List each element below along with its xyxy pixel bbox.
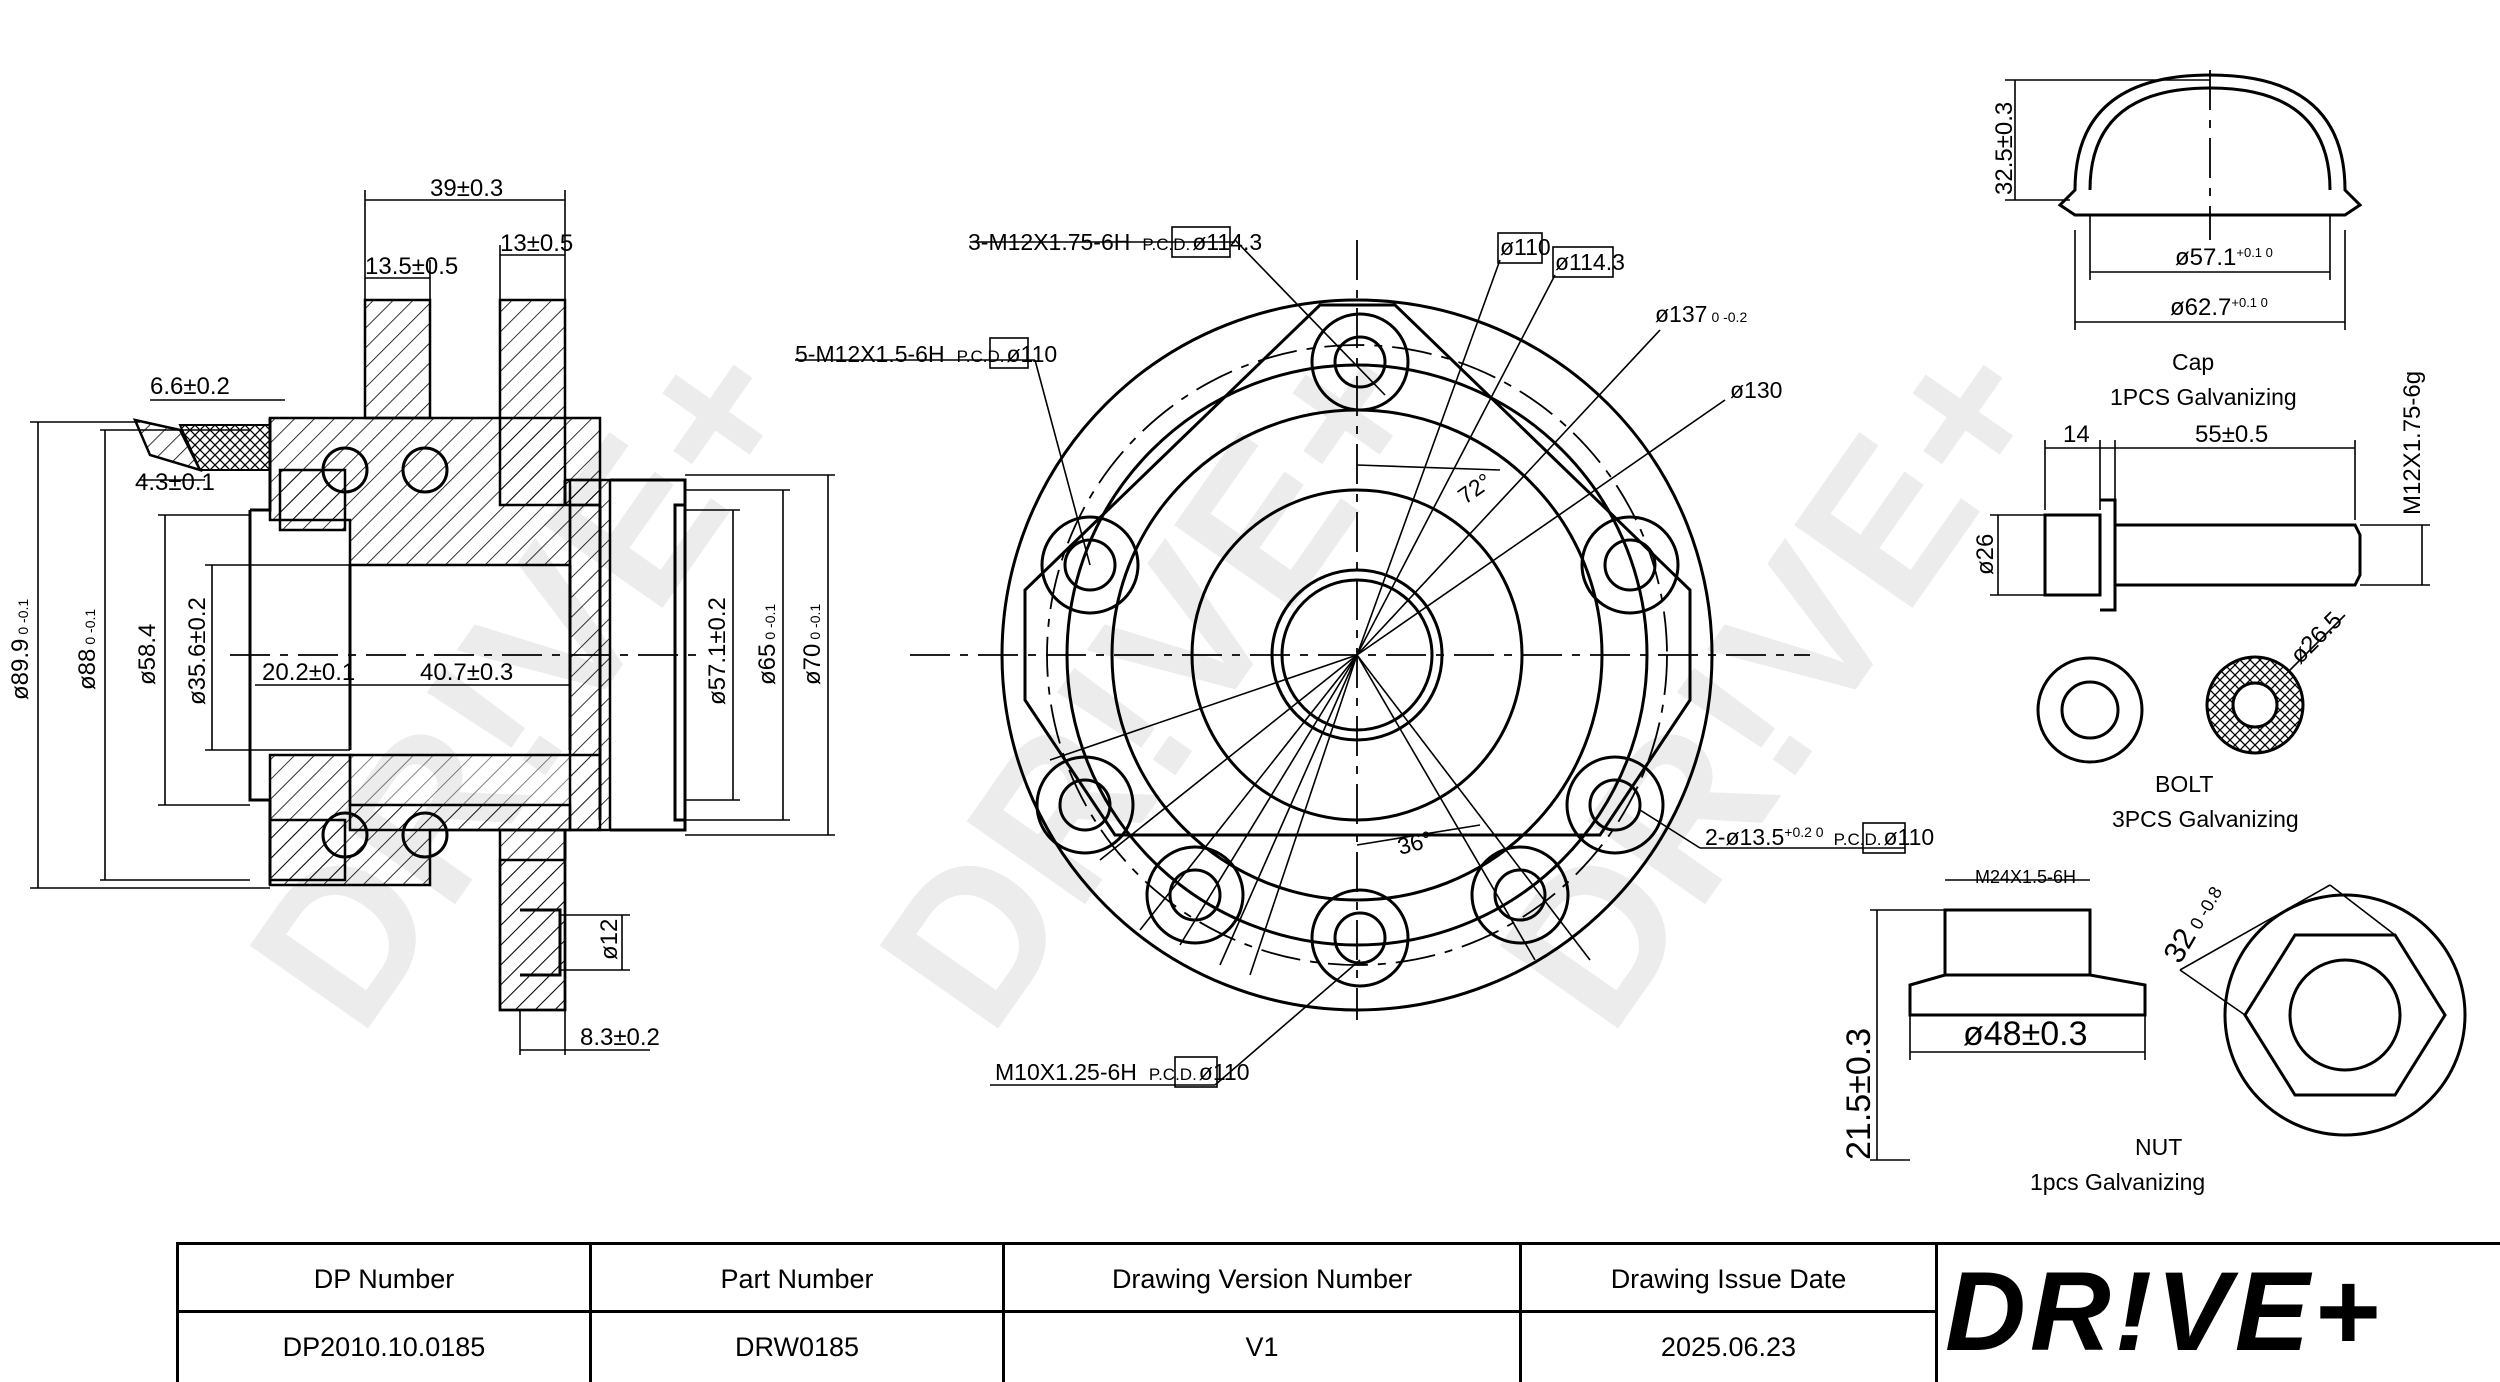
- dim-13-5: 13.5±0.5: [365, 253, 458, 280]
- nut-thread: M24X1.5-6H: [1975, 867, 2076, 887]
- header-part-number: Part Number: [592, 1245, 1005, 1313]
- nut-d48: ø48±0.3: [1963, 1015, 2088, 1053]
- dim-6-6: 6.6±0.2: [150, 373, 230, 400]
- drive-logo: DR!VE+: [1945, 1250, 2383, 1370]
- angle-72: 72°: [1453, 468, 1496, 509]
- bolt-thread: M12X1.75-6g: [2399, 371, 2426, 515]
- dim-89-9: ø89.90 -0.1: [7, 599, 34, 700]
- logo-text: DR!VE+: [1945, 1250, 2383, 1370]
- dim-front-114: ø114.3: [1555, 249, 1625, 275]
- bolt-d26: ø26: [1972, 534, 1999, 575]
- dim-12: ø12: [596, 919, 623, 960]
- value-version: V1: [1005, 1313, 1522, 1382]
- cap-name: Cap: [2172, 349, 2214, 375]
- bolt-name: BOLT: [2155, 771, 2213, 797]
- dim-8-3: 8.3±0.2: [580, 1024, 660, 1051]
- dim-13: 13±0.5: [500, 230, 573, 257]
- dim-front-130: ø130: [1730, 377, 1782, 403]
- hub-section-view: 39±0.3 13.5±0.5 13±0.5 6.6±0.2 4.3±0.1 ø…: [7, 175, 835, 1055]
- title-block: DP Number Part Number Drawing Version Nu…: [176, 1242, 2500, 1382]
- header-version: Drawing Version Number: [1005, 1245, 1522, 1313]
- cap-desc: 1PCS Galvanizing: [2110, 384, 2297, 410]
- cap-d62: ø62.7+0.1 0: [2170, 294, 2268, 321]
- dim-57-1: ø57.1±0.2: [704, 597, 731, 705]
- dim-20-2: 20.2±0.1: [262, 659, 355, 686]
- header-dp-number: DP Number: [179, 1245, 592, 1313]
- dim-35-6: ø35.6±0.2: [184, 597, 211, 705]
- header-issue-date: Drawing Issue Date: [1522, 1245, 1938, 1313]
- dim-58-4: ø58.4: [134, 624, 161, 685]
- nut-wrench: 320 -0.8: [2157, 878, 2228, 968]
- nut-name: NUT: [2135, 1134, 2182, 1160]
- dim-65: ø650 -0.1: [754, 604, 781, 685]
- nut-height: 21.5±0.3: [1840, 1028, 1878, 1160]
- cap-d57: ø57.1+0.1 0: [2175, 244, 2273, 271]
- dim-front-110: ø110: [1500, 234, 1551, 260]
- dim-39: 39±0.3: [430, 175, 503, 202]
- bolt-len-head: 14: [2063, 421, 2090, 448]
- cap-view: 32.5±0.3 ø57.1+0.1 0 ø62.7+0.1 0 Cap 1PC…: [1991, 70, 2363, 410]
- bolt-d26-5: ø26.5: [2285, 607, 2347, 669]
- value-issue-date: 2025.06.23: [1522, 1313, 1938, 1382]
- dim-40-7: 40.7±0.3: [420, 659, 513, 686]
- dim-70: ø700 -0.1: [799, 604, 826, 685]
- nut-view: M24X1.5-6H ø48±0.3 21.5±0.3 320 -0.8 NUT…: [1840, 867, 2467, 1195]
- bolt-len: 55±0.5: [2195, 421, 2268, 448]
- nut-desc: 1pcs Galvanizing: [2030, 1169, 2205, 1195]
- cap-height: 32.5±0.3: [1991, 102, 2018, 195]
- value-dp-number: DP2010.10.0185: [179, 1313, 592, 1382]
- dim-88: ø880 -0.1: [74, 609, 101, 690]
- dim-4-3: 4.3±0.1: [135, 469, 215, 496]
- watermark-right: DR!VE+: [1454, 295, 2092, 1065]
- angle-36: 36°: [1395, 826, 1435, 860]
- value-part-number: DRW0185: [592, 1313, 1005, 1382]
- bolt-desc: 3PCS Galvanizing: [2112, 806, 2299, 832]
